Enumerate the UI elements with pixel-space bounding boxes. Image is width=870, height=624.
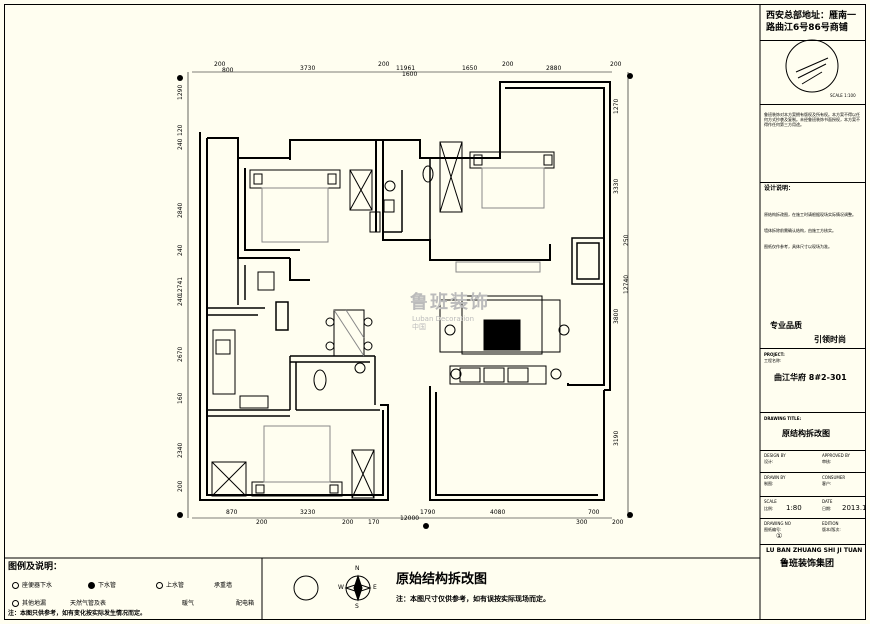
design-by-cn: 设计: [764, 459, 774, 464]
toilet-drain-icon [12, 582, 19, 589]
scale-label: SCALE 1:100 [830, 93, 856, 98]
dimension-top-8: 200 [502, 61, 514, 68]
approved-by-cn: 审核: [822, 459, 832, 464]
project-label: PROJECT: [764, 352, 785, 357]
dimension-top-5: 11961 [396, 65, 416, 72]
watermark-small: 中国 [412, 323, 426, 331]
company-pinyin: LU BAN ZHUANG SHI JI TUAN [766, 547, 863, 554]
dimension-left-10: 2340 [177, 442, 184, 458]
dimension-left-6: 12741 [177, 276, 184, 296]
date-label: DATE [822, 499, 833, 504]
drawing-title-label: DRAWING TITLE: [764, 416, 802, 421]
dimension-top-7: 1650 [462, 65, 478, 72]
dimension-top-6: 1600 [402, 71, 418, 78]
project-name: 曲江华府 8#2-301 [774, 373, 847, 382]
copyright-text: 鲁班装饰对本方案拥有版权及所有权。本方案不得以任何方式抄袭及复制。未经鲁班装饰书… [764, 112, 860, 127]
dimension-left-9: 160 [177, 392, 184, 404]
floor-drain-icon [12, 600, 19, 607]
legend-item-bearing-wall: 承重墙 [214, 582, 233, 589]
legend-item-power-box: 配电箱 [236, 600, 255, 607]
scale-cn: 比例: [764, 506, 774, 511]
approved-by-label: APPROVED BY [822, 453, 851, 458]
dimension-bottom-8: 4080 [490, 509, 506, 516]
drawn-by-cn: 制图: [764, 481, 774, 486]
consumer-cn: 客户: [822, 481, 832, 486]
legend-item-floor-drain: 其他地漏 [12, 598, 46, 607]
dimension-left-3: 240 [177, 138, 184, 150]
legend-item-heating: 暖气 [182, 600, 195, 607]
drawing-title: 原始结构拆改图 [396, 572, 488, 587]
watermark-name: 鲁班装饰 [410, 292, 490, 313]
dimension-bottom-4: 200 [342, 519, 354, 526]
consumer-label: CONSUMER [822, 475, 846, 480]
date-value: 2013.1 [842, 504, 867, 512]
dimension-bottom-1: 870 [226, 509, 238, 516]
dimension-bottom-11: 200 [612, 519, 624, 526]
dimension-bottom-10: 700 [588, 509, 600, 516]
legend-title: 图例及说明： [8, 562, 63, 572]
dimension-left-7: 240 [177, 294, 184, 306]
dimension-bottom-2: 200 [256, 519, 268, 526]
edition-label: EDITION [822, 521, 839, 526]
watermark-pinyin: Luban Decoration [412, 315, 475, 323]
dimension-right-5: 3800 [613, 308, 620, 324]
dimension-left-1: 1290 [177, 84, 184, 100]
dimension-top-3: 3730 [300, 65, 316, 72]
dimension-right-4: 12740 [623, 274, 630, 294]
drawing-no-cn: 图纸编号: [764, 527, 782, 532]
dimension-left-5: 240 [177, 244, 184, 256]
slogan-left: 专业品质 [770, 321, 802, 330]
design-by-label: DESIGN BY [764, 453, 786, 458]
dimension-top-4: 200 [378, 61, 390, 68]
design-note-1: 原结构拆改图，在施工时请根据现场实际情况调整。 [764, 212, 856, 217]
drawing-no-label: DRAWING NO [764, 521, 791, 526]
scale-row-label: SCALE [764, 499, 777, 504]
dimension-top-10: 200 [610, 61, 622, 68]
project-cn: 工程名称: [764, 358, 782, 363]
legend-item-gas-pipe: 天然气管及表 [70, 600, 107, 607]
drawing-title-value: 原结构拆改图 [782, 429, 830, 438]
water-pipe-icon [156, 582, 163, 589]
legend-item-water-pipe: 上水管 [156, 580, 184, 589]
legend-note: 注：本图只供参考，如有变化按实际发生情况而定。 [8, 610, 147, 617]
dimension-bottom-7: 1790 [420, 509, 436, 516]
dimension-bottom-3: 3230 [300, 509, 316, 516]
dimension-left-11: 200 [177, 480, 184, 492]
compass-w: W [338, 584, 344, 591]
compass-s: S [355, 603, 359, 610]
dimension-left-2: 120 [177, 124, 184, 136]
compass-n: N [355, 565, 360, 572]
design-notes-label: 设计说明： [764, 185, 795, 192]
design-note-3: 图纸仅作参考，具体尺寸以现场为准。 [764, 244, 832, 249]
dimension-bottom-6: 12000 [400, 515, 420, 522]
legend-item-drain-pipe: 下水管 [88, 580, 116, 589]
dimension-left-4: 2840 [177, 202, 184, 218]
drawing-frame [4, 4, 866, 620]
compass-e: E [373, 584, 377, 591]
drawing-no-value: ① [776, 532, 783, 540]
design-note-2: 墙体拆除前需确认结构，由施工方核实。 [764, 228, 836, 233]
edition-cn: 版本/版次: [822, 527, 841, 532]
dimension-top-1: 200 [214, 61, 226, 68]
drain-pipe-icon [88, 582, 95, 589]
drawn-by-label: DRAWN BY [764, 475, 786, 480]
dimension-bottom-9: 300 [576, 519, 588, 526]
dimension-left-8: 2670 [177, 346, 184, 362]
dimension-top-9: 2880 [546, 65, 562, 72]
date-cn: 日期: [822, 506, 832, 511]
dimension-bottom-5: 170 [368, 519, 380, 526]
address: 西安总部地址：雁南一路曲江6号86号商铺 [766, 11, 857, 33]
dimension-right-6: 3190 [613, 430, 620, 446]
slogan-right: 引领时尚 [814, 335, 846, 344]
dimension-right-1: 1270 [613, 98, 620, 114]
drawing-note: 注：本图尺寸仅供参考，如有误按实际现场而定。 [396, 595, 550, 603]
company-name: 鲁班装饰集团 [780, 559, 835, 569]
scale-value: 1:80 [786, 504, 802, 512]
legend-item-toilet-drain: 座便器下水 [12, 580, 52, 589]
dimension-right-3: 250 [623, 234, 630, 246]
dimension-top-2: 800 [222, 67, 234, 74]
dimension-right-2: 3330 [613, 178, 620, 194]
